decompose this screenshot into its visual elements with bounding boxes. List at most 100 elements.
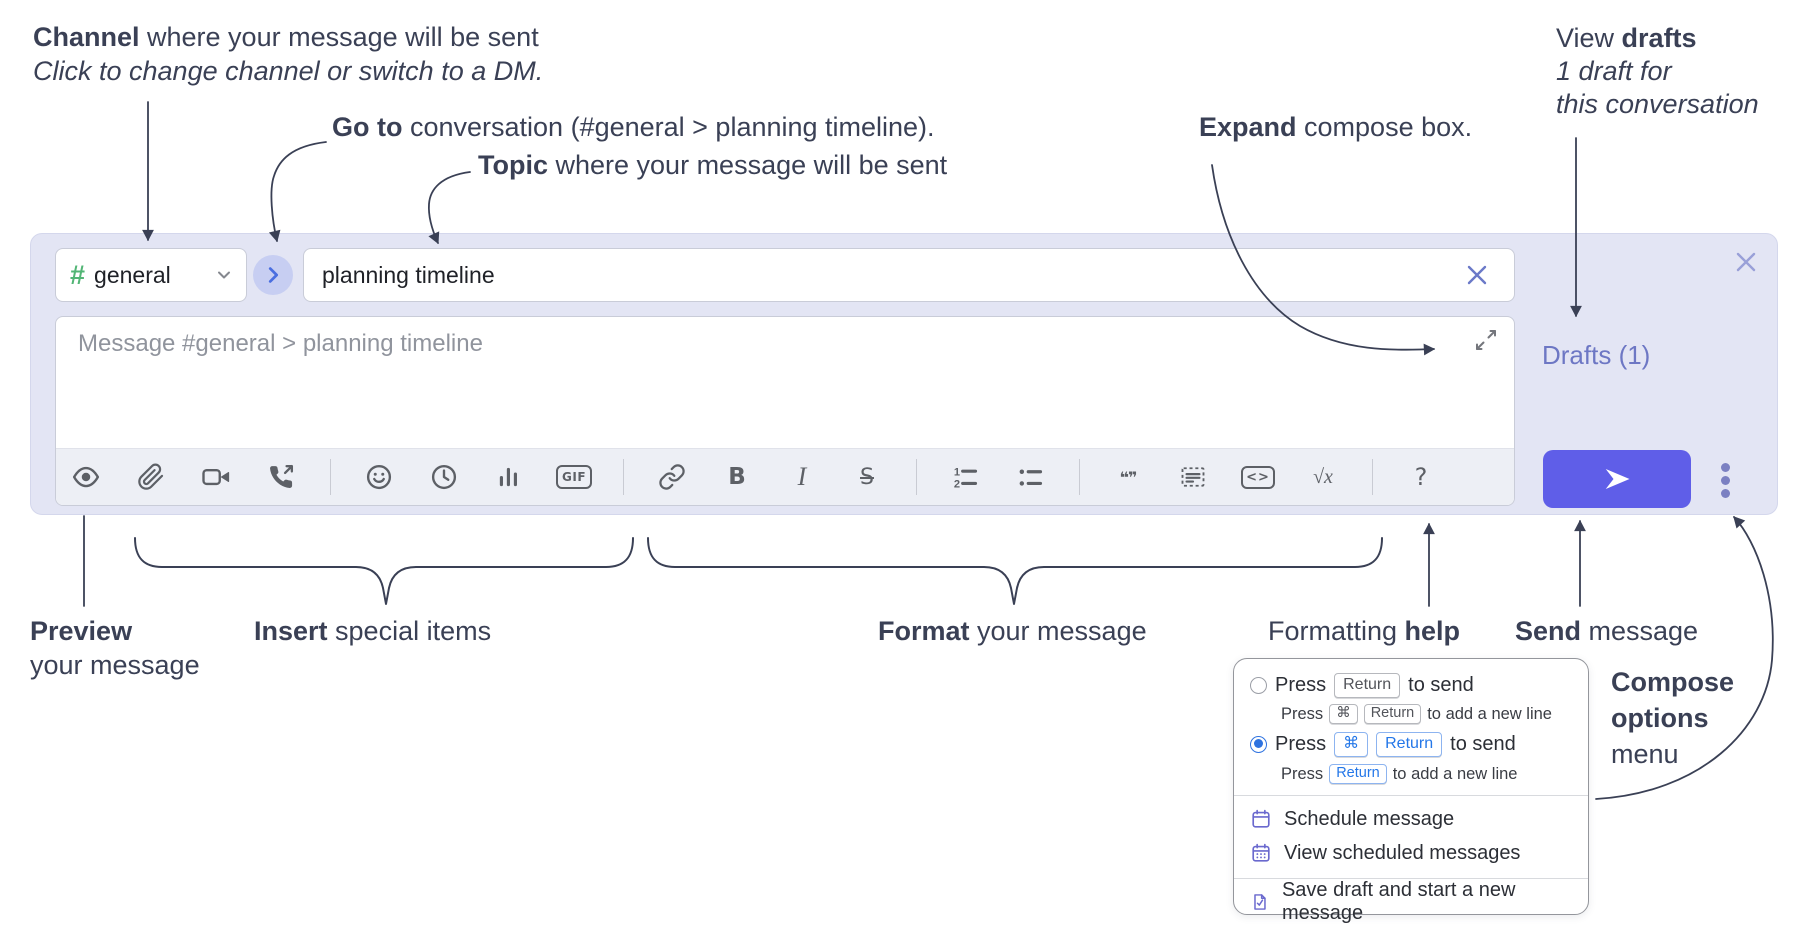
- italic-button[interactable]: I: [784, 457, 820, 497]
- insert-brace: [134, 537, 634, 605]
- formatting-help-button[interactable]: ?: [1403, 457, 1439, 497]
- spoiler-button[interactable]: [1175, 457, 1211, 497]
- svg-text:2: 2: [954, 479, 960, 491]
- channel-hash-icon: #: [70, 259, 86, 290]
- key-return: Return: [1376, 731, 1443, 757]
- compose-box: # general Message #general > planning ti…: [30, 233, 1778, 515]
- numbered-list-button[interactable]: 1 2: [947, 457, 983, 497]
- toolbar-divider: [916, 459, 917, 495]
- send-annotation: Send message: [1515, 616, 1699, 646]
- smiley-icon: [366, 464, 392, 490]
- strikethrough-icon: S: [860, 464, 874, 490]
- format-annotation: Format your message: [878, 616, 1147, 646]
- bar-chart-icon: [499, 467, 517, 487]
- go-to-conversation-button[interactable]: [253, 255, 293, 295]
- popup-divider: [1234, 878, 1588, 879]
- key-return: Return: [1329, 764, 1387, 784]
- bulleted-list-icon: [1019, 469, 1043, 486]
- toolbar-divider: [1372, 459, 1373, 495]
- numbered-list-icon: 1 2: [954, 466, 978, 491]
- formatting-help-annotation: Formatting help: [1268, 616, 1461, 646]
- option-press-return[interactable]: Press Return to send: [1234, 669, 1588, 701]
- video-camera-icon: [202, 468, 230, 486]
- code-icon: <>: [1241, 465, 1275, 489]
- bold-button[interactable]: B: [719, 457, 755, 497]
- code-button[interactable]: <>: [1240, 457, 1276, 497]
- channel-name: general: [94, 261, 171, 288]
- ellipsis-dot: [1720, 475, 1730, 485]
- attach-file-button[interactable]: [133, 457, 169, 497]
- expand-annotation: Expand compose box.: [1199, 112, 1473, 142]
- drafts-annotation-line3: this conversation: [1556, 89, 1759, 119]
- gif-icon: GIF: [556, 465, 593, 489]
- send-button[interactable]: [1543, 450, 1691, 508]
- compose-options-annotation: Compose options menu: [1611, 664, 1734, 772]
- goto-connector: [268, 141, 327, 243]
- channel-annotation-line2: Click to change channel or switch to a D…: [33, 56, 544, 86]
- toolbar-divider: [330, 459, 331, 495]
- compose-options-menu-button[interactable]: [1711, 458, 1739, 502]
- option-press-return-subtext: Press ⌘ Return to add a new line: [1281, 704, 1552, 724]
- quote-icon: ❝❞: [1119, 467, 1138, 487]
- menu-item-schedule-message[interactable]: Schedule message: [1234, 802, 1588, 836]
- compose-options-annotation-line1: Compose: [1611, 667, 1735, 697]
- video-call-button[interactable]: [198, 457, 234, 497]
- bold-icon: B: [728, 464, 746, 490]
- quote-button[interactable]: ❝❞: [1110, 457, 1146, 497]
- radio-unselected-icon[interactable]: [1250, 676, 1267, 694]
- expand-compose-icon[interactable]: [1474, 328, 1498, 352]
- key-cmd: ⌘: [1334, 731, 1369, 757]
- italic-icon: I: [797, 462, 807, 491]
- svg-text:1: 1: [954, 466, 960, 478]
- key-return: Return: [1334, 672, 1401, 698]
- toolbar-divider: [1079, 459, 1080, 495]
- drafts-annotation-line1: View drafts: [1556, 23, 1697, 53]
- ellipsis-dot: [1720, 488, 1730, 498]
- question-mark-icon: ?: [1414, 463, 1428, 491]
- add-global-time-button[interactable]: [426, 457, 462, 497]
- link-icon: [659, 464, 685, 490]
- topic-clear-icon[interactable]: [1465, 263, 1489, 287]
- drafts-link[interactable]: Drafts (1): [1542, 340, 1651, 370]
- topic-annotation: Topic where your message will be sent: [478, 150, 948, 180]
- channel-selector[interactable]: # general: [55, 248, 247, 302]
- insert-link-button[interactable]: [654, 457, 690, 497]
- voice-call-button[interactable]: [263, 457, 299, 497]
- topic-input[interactable]: [303, 248, 1515, 302]
- compose-options-annotation-line2: options: [1611, 703, 1709, 733]
- ellipsis-dot: [1720, 462, 1730, 472]
- radio-selected-icon[interactable]: [1250, 735, 1267, 753]
- menu-item-save-draft[interactable]: Save draft and start a new message: [1234, 879, 1588, 924]
- math-button[interactable]: √x: [1305, 457, 1341, 497]
- clock-icon: [431, 464, 457, 490]
- phone-call-icon: [270, 464, 294, 488]
- strikethrough-button[interactable]: S: [849, 457, 885, 497]
- menu-item-view-scheduled-messages[interactable]: View scheduled messages: [1234, 836, 1588, 870]
- message-input[interactable]: Message #general > planning timeline: [78, 330, 483, 357]
- bulleted-list-button[interactable]: [1012, 457, 1048, 497]
- option-press-cmd-return-subtext: Press Return to add a new line: [1281, 764, 1518, 784]
- channel-annotation: Channel where your message will be sent …: [33, 20, 543, 88]
- paperclip-icon: [138, 463, 164, 490]
- popup-divider: [1234, 795, 1588, 796]
- format-brace: [647, 537, 1383, 605]
- add-emoji-button[interactable]: [361, 457, 397, 497]
- close-compose-icon[interactable]: [1734, 250, 1758, 274]
- compose-options-annotation-line3: menu: [1611, 739, 1679, 769]
- add-poll-button[interactable]: [491, 457, 527, 497]
- goto-annotation: Go to conversation (#general > planning …: [332, 112, 935, 142]
- option-press-cmd-return[interactable]: Press ⌘ Return to send: [1234, 727, 1588, 761]
- eye-icon: [72, 466, 100, 488]
- chevron-down-icon: [218, 271, 230, 279]
- calendar-icon: [1252, 809, 1270, 828]
- add-gif-button[interactable]: GIF: [556, 457, 593, 497]
- compose-options-popup: Press Return to send Press ⌘ Return to a…: [1233, 658, 1589, 924]
- compose-toolbar: GIF B I S: [56, 448, 1514, 505]
- send-icon: [1605, 469, 1630, 489]
- preview-annotation-line2: your message: [30, 650, 200, 680]
- save-draft-icon: [1254, 894, 1266, 910]
- spoiler-icon: [1181, 467, 1205, 487]
- message-compose-area: Message #general > planning timeline: [55, 316, 1515, 506]
- preview-message-button[interactable]: [68, 457, 104, 497]
